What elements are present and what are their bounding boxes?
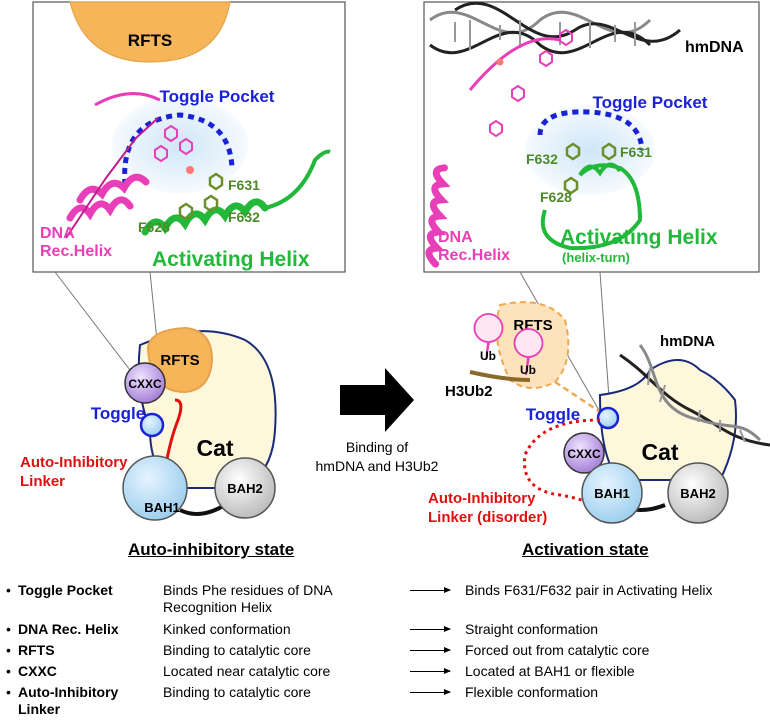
right-ub-1 (473, 313, 504, 361)
left-cxxc-domain (124, 362, 166, 404)
right-phe-pink (489, 28, 573, 138)
right-toggle-circle (596, 406, 620, 430)
right-dna-rec-helix (425, 164, 451, 268)
right-f631: F631 (620, 144, 652, 160)
left-f631: F631 (228, 177, 260, 193)
right-ub-2-label: Ub (520, 363, 536, 377)
row-bullet: • (6, 684, 11, 700)
row-before: Kinked conformation (163, 621, 291, 637)
left-toggle-pocket-label: Toggle Pocket (160, 87, 275, 106)
row-key: DNA Rec. Helix (18, 621, 119, 637)
right-toggle-pocket-dash (537, 109, 645, 151)
left-rfts-label: RFTS (128, 31, 172, 50)
row-arrow-icon (410, 667, 451, 675)
row-arrow-icon (410, 646, 451, 654)
row-bullet: • (6, 621, 11, 637)
right-ub-1-label: Ub (480, 349, 496, 363)
left-activating-helix-label: Activating Helix (152, 248, 310, 271)
right-f632: F632 (526, 151, 558, 167)
left-linker-label-2: Linker (20, 473, 65, 490)
left-f632: F632 (228, 209, 260, 225)
right-protein: RFTS Ub Ub H3Ub2 hmDNA Toggle Cat CXXC (428, 301, 770, 526)
row-key: RFTS (18, 642, 55, 658)
left-rfts-shape (69, 1, 231, 63)
left-toggle-pocket-dash (122, 112, 235, 186)
left-f628: F628 (138, 219, 170, 235)
row-after: Straight conformation (465, 621, 599, 637)
right-bah2-label: BAH2 (680, 486, 715, 501)
right-hmdna-label: hmDNA (685, 39, 744, 56)
left-cxxc-label: CXXC (128, 377, 162, 391)
left-activating-helix (141, 198, 269, 236)
left-bah1-domain (122, 455, 188, 521)
left-bah2-label: BAH2 (227, 481, 262, 496)
right-dna-rec-helix-tail (468, 37, 561, 91)
row-key: Auto-Inhibitory Linker (18, 684, 119, 717)
left-toggle-circle (139, 412, 165, 438)
left-phe-rings (154, 124, 193, 163)
right-ub-2 (513, 328, 544, 376)
right-f628: F628 (540, 189, 572, 205)
right-cat-label: Cat (641, 439, 678, 465)
header-auto-inhibitory: Auto-inhibitory state (128, 540, 295, 559)
left-toggle-label: Toggle (91, 404, 145, 423)
right-helix-turn-label: (helix-turn) (562, 250, 630, 265)
row-bullet: • (6, 582, 11, 598)
row-arrow-icon (410, 688, 451, 696)
left-linker-label-1: Auto-Inhibitory (20, 454, 128, 471)
left-cat-label: Cat (196, 435, 233, 461)
row-after: Binds F631/F632 pair in Activating Helix (465, 582, 713, 598)
left-rfts-domain-label: RFTS (160, 352, 199, 369)
left-bah2-domain (214, 457, 276, 519)
right-cxxc-domain (563, 432, 605, 474)
comparison-table: Auto-inhibitory state Activation state •… (0, 538, 770, 720)
row-bullet: • (6, 642, 11, 658)
right-dna-rec-label-1: DNA (438, 229, 473, 246)
row-before: Binds Phe residues of DNA Recognition He… (163, 582, 332, 615)
left-phe-green (178, 172, 224, 221)
row-arrow-icon (410, 625, 451, 633)
row-arrow-icon (410, 586, 451, 594)
right-bah1-label: BAH1 (594, 486, 629, 501)
right-bah2-domain (667, 462, 729, 524)
right-toggle-label: Toggle (526, 405, 580, 424)
row-key: CXXC (18, 663, 57, 679)
left-dna-rec-helix (66, 173, 150, 222)
right-cxxc-label: CXXC (567, 447, 601, 461)
row-before: Located near catalytic core (163, 663, 331, 679)
transition-arrow (340, 368, 414, 432)
left-protein: RFTS CXXC Toggle Cat Auto-Inhibitory Lin… (20, 326, 277, 521)
left-dna-rec-helix-tail (94, 92, 161, 107)
right-toggle-pocket-glow (525, 105, 655, 195)
left-bah1-label: BAH1 (144, 500, 179, 515)
right-hmdna-label-small: hmDNA (660, 333, 715, 350)
right-activating-helix-label: Activating Helix (560, 226, 718, 249)
right-hmdna-helix-small (619, 344, 770, 447)
right-linker-label-2: Linker (disorder) (428, 509, 547, 526)
right-h3ub2-label: H3Ub2 (445, 383, 493, 400)
right-toggle-pocket-label: Toggle Pocket (593, 93, 708, 112)
right-activating-helix (540, 162, 643, 251)
row-before: Binding to catalytic core (163, 642, 311, 658)
header-activation: Activation state (522, 540, 649, 559)
right-linker-label-1: Auto-Inhibitory (428, 490, 536, 507)
left-dna-rec-label-1: DNA (40, 225, 75, 242)
right-dna-rec-label-2: Rec.Helix (438, 247, 510, 264)
left-dna-rec-label-2: Rec.Helix (40, 243, 112, 260)
row-after: Flexible conformation (465, 684, 599, 700)
row-key: Toggle Pocket (18, 582, 113, 598)
right-zoom-panel: hmDNA Toggle Pocket F632 F631 F628 DNA R… (423, 1, 760, 273)
row-after: Forced out from catalytic core (465, 642, 650, 658)
right-hmdna-helix (429, 1, 681, 55)
row-bullet: • (6, 663, 11, 679)
transition-label-1: Binding of (346, 439, 408, 455)
dnmt1-activation-diagram: RFTS Toggle Pocket F631 F628 F632 DNA Re… (20, 1, 770, 526)
left-zoom-panel: RFTS Toggle Pocket F631 F628 F632 DNA Re… (32, 1, 346, 273)
right-phe-green (563, 142, 617, 195)
transition-label-2: hmDNA and H3Ub2 (316, 458, 439, 474)
row-before: Binding to catalytic core (163, 684, 311, 700)
right-bah1-domain (581, 462, 643, 524)
row-after: Located at BAH1 or flexible (465, 663, 635, 679)
